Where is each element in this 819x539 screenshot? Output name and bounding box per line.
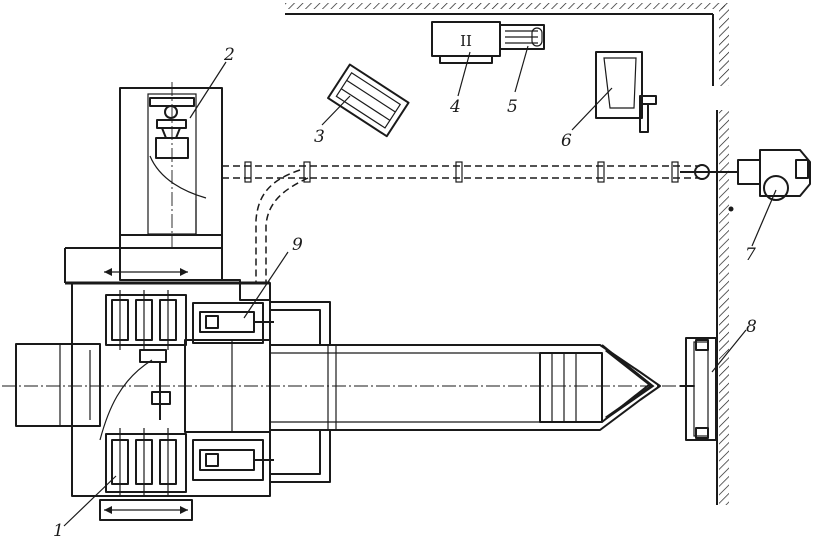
- unit-5-box: [499, 24, 545, 50]
- label-2: 2: [223, 45, 235, 65]
- boom-mandrel: [269, 344, 661, 431]
- dimension-arrows: [104, 268, 188, 514]
- cylinder-unit-lower: [192, 439, 274, 481]
- leader-lines: [63, 45, 777, 527]
- roller-stack-upper: [105, 290, 187, 350]
- motor-drive-7: [680, 149, 811, 212]
- label-8: 8: [746, 317, 757, 337]
- hydraulic-line: [270, 301, 331, 483]
- gantry-column: [119, 82, 223, 281]
- label-4: 4: [449, 97, 461, 117]
- label-1: 1: [53, 521, 64, 539]
- label-9: 9: [292, 235, 303, 255]
- label-7: 7: [745, 245, 756, 265]
- roller-stack-lower-1: [105, 428, 187, 496]
- label-5: 5: [507, 97, 518, 117]
- unit-3-device: [327, 63, 410, 138]
- overhead-rail: [222, 161, 700, 282]
- cylinder-unit-9-upper: [192, 302, 274, 344]
- unit-4-cabinet: II: [431, 21, 501, 64]
- main-body: [15, 247, 271, 521]
- rail-clamp: [244, 161, 679, 183]
- unit-4-marking: II: [460, 32, 472, 50]
- lifting-unit-2: [149, 97, 207, 199]
- unit-6-console: [595, 51, 657, 133]
- wall-target-8: [680, 337, 717, 441]
- central-linkage: [99, 349, 171, 441]
- callout-labels: 1 2 3 4 5 6 7 8 9: [53, 45, 757, 539]
- label-3: 3: [314, 127, 325, 147]
- label-6: 6: [561, 131, 572, 151]
